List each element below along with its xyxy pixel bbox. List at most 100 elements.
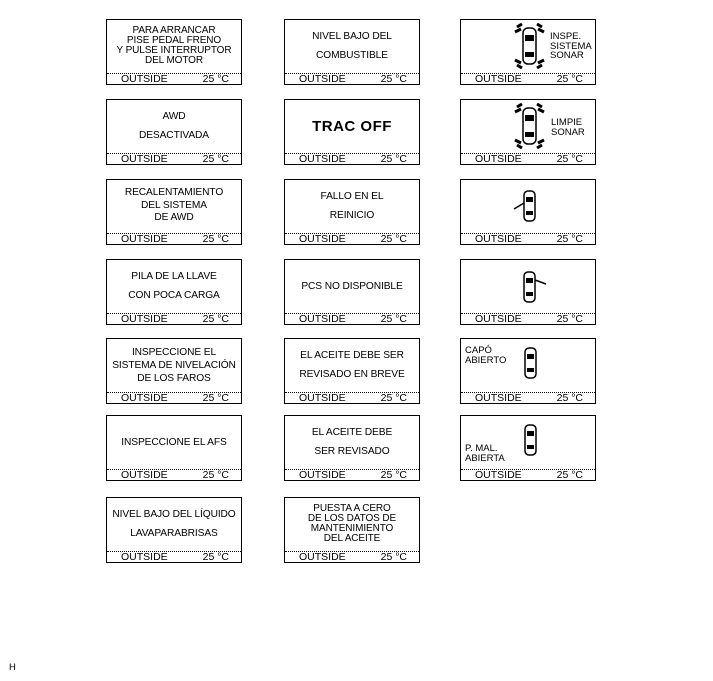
dotted-separator <box>285 469 419 470</box>
panel-message: RECALENTAMIENTO DEL SISTEMA DE AWD <box>124 187 224 224</box>
panel-message: NIVEL BAJO DEL LÍQUIDO LAVAPARABRISAS <box>112 509 236 539</box>
outside-temperature: 25 °C <box>202 313 229 325</box>
outside-label: OUTSIDE <box>121 313 168 325</box>
message-panel-reset-failure: FALLO EN EL REINICIO OUTSIDE 25 °C <box>284 179 420 245</box>
dotted-separator <box>461 392 595 393</box>
dotted-separator <box>461 233 595 234</box>
panel-message: FALLO EN EL REINICIO <box>320 191 384 221</box>
dotted-separator <box>461 469 595 470</box>
message-panel-awd-overheat: RECALENTAMIENTO DEL SISTEMA DE AWD OUTSI… <box>106 179 242 245</box>
car-sonar-sensors-icon <box>514 103 545 149</box>
outside-label: OUTSIDE <box>299 313 346 325</box>
panel-message: P. MAL. ABIERTA <box>465 443 505 464</box>
outside-label: OUTSIDE <box>475 233 522 245</box>
outside-label: OUTSIDE <box>121 73 168 85</box>
message-panel-start-engine: PARA ARRANCAR PISE PEDAL FRENO Y PULSE I… <box>106 19 242 85</box>
dotted-separator <box>107 551 241 552</box>
message-panel-oil-check: EL ACEITE DEBE SER REVISADO OUTSIDE 25 °C <box>284 415 420 481</box>
message-panel-oil-check-soon: EL ACEITE DEBE SER REVISADO EN BREVE OUT… <box>284 338 420 404</box>
outside-temperature: 25 °C <box>556 73 583 85</box>
panel-message: EL ACEITE DEBE SER REVISADO <box>311 427 393 457</box>
outside-temperature: 25 °C <box>380 392 407 404</box>
car-door-open-right-icon <box>523 271 547 303</box>
message-panel-awd-off: AWD DESACTIVADA OUTSIDE 25 °C <box>106 99 242 165</box>
outside-temperature: 25 °C <box>556 392 583 404</box>
outside-temperature: 25 °C <box>556 153 583 165</box>
outside-temperature: 25 °C <box>380 153 407 165</box>
outside-label: OUTSIDE <box>475 153 522 165</box>
car-door-open-left-icon <box>513 190 536 222</box>
car-hood-open-icon <box>524 347 537 379</box>
outside-temperature: 25 °C <box>202 233 229 245</box>
panel-message: PUESTA A CERO DE LOS DATOS DE MANTENIMIE… <box>307 502 397 545</box>
outside-temperature: 25 °C <box>380 551 407 563</box>
outside-label: OUTSIDE <box>121 233 168 245</box>
outside-label: OUTSIDE <box>299 153 346 165</box>
outside-temperature: 25 °C <box>202 392 229 404</box>
panel-message: INSPECCIONE EL AFS <box>121 436 227 448</box>
outside-label: OUTSIDE <box>475 392 522 404</box>
message-panel-check-afs: INSPECCIONE EL AFS OUTSIDE 25 °C <box>106 415 242 481</box>
outside-label: OUTSIDE <box>299 551 346 563</box>
car-sonar-sensors-icon <box>514 23 545 69</box>
outside-temperature: 25 °C <box>556 313 583 325</box>
outside-temperature: 25 °C <box>202 153 229 165</box>
outside-label: OUTSIDE <box>121 153 168 165</box>
outside-label: OUTSIDE <box>299 469 346 481</box>
panel-message: LIMPIE SONAR <box>551 117 585 138</box>
message-panel-oil-maintenance-reset: PUESTA A CERO DE LOS DATOS DE MANTENIMIE… <box>284 497 420 563</box>
panel-message: INSPE. SISTEMA SONAR <box>550 31 592 61</box>
panel-message: PILA DE LA LLAVE CON POCA CARGA <box>128 271 220 301</box>
outside-temperature: 25 °C <box>202 551 229 563</box>
outside-label: OUTSIDE <box>121 392 168 404</box>
message-panel-door-open-right: OUTSIDE 25 °C <box>460 259 596 325</box>
dotted-separator <box>107 233 241 234</box>
message-panel-washer-fluid-low: NIVEL BAJO DEL LÍQUIDO LAVAPARABRISAS OU… <box>106 497 242 563</box>
message-panel-clean-sonar: LIMPIE SONAR OUTSIDE 25 °C <box>460 99 596 165</box>
figure-mark: H <box>9 662 16 673</box>
dotted-separator <box>107 313 241 314</box>
outside-temperature: 25 °C <box>380 73 407 85</box>
message-panel-headlight-leveling: INSPECCIONE EL SISTEMA DE NIVELACIÓN DE … <box>106 338 242 404</box>
outside-label: OUTSIDE <box>121 469 168 481</box>
message-panel-trunk-open: P. MAL. ABIERTA OUTSIDE 25 °C <box>460 415 596 481</box>
dotted-separator <box>461 73 595 74</box>
panel-message: INSPECCIONE EL SISTEMA DE NIVELACIÓN DE … <box>112 346 236 384</box>
message-panel-trac-off: TRAC OFF OUTSIDE 25 °C <box>284 99 420 165</box>
panel-message: CAPÓ ABIERTO <box>465 345 507 366</box>
panel-message: NIVEL BAJO DEL COMBUSTIBLE <box>312 31 392 61</box>
outside-temperature: 25 °C <box>380 469 407 481</box>
outside-temperature: 25 °C <box>202 469 229 481</box>
dotted-separator <box>107 73 241 74</box>
message-panel-pcs-unavailable: PCS NO DISPONIBLE OUTSIDE 25 °C <box>284 259 420 325</box>
dotted-separator <box>285 73 419 74</box>
outside-label: OUTSIDE <box>299 392 346 404</box>
message-panel-door-open-left: OUTSIDE 25 °C <box>460 179 596 245</box>
panel-message: PCS NO DISPONIBLE <box>301 280 403 292</box>
outside-label: OUTSIDE <box>121 551 168 563</box>
dotted-separator <box>107 392 241 393</box>
outside-label: OUTSIDE <box>475 469 522 481</box>
dotted-separator <box>107 469 241 470</box>
outside-temperature: 25 °C <box>380 233 407 245</box>
panel-message: EL ACEITE DEBE SER REVISADO EN BREVE <box>299 350 405 380</box>
message-panel-hood-open: CAPÓ ABIERTO OUTSIDE 25 °C <box>460 338 596 404</box>
dotted-separator <box>285 392 419 393</box>
outside-temperature: 25 °C <box>380 313 407 325</box>
dotted-separator <box>285 551 419 552</box>
panel-message: TRAC OFF <box>312 117 392 135</box>
outside-label: OUTSIDE <box>475 313 522 325</box>
outside-label: OUTSIDE <box>299 233 346 245</box>
message-panel-key-battery-low: PILA DE LA LLAVE CON POCA CARGA OUTSIDE 2… <box>106 259 242 325</box>
outside-temperature: 25 °C <box>556 233 583 245</box>
outside-temperature: 25 °C <box>556 469 583 481</box>
dotted-separator <box>461 313 595 314</box>
dotted-separator <box>107 153 241 154</box>
dotted-separator <box>285 153 419 154</box>
panel-message: AWD DESACTIVADA <box>138 111 210 141</box>
dotted-separator <box>285 233 419 234</box>
dotted-separator <box>461 153 595 154</box>
dotted-separator <box>285 313 419 314</box>
